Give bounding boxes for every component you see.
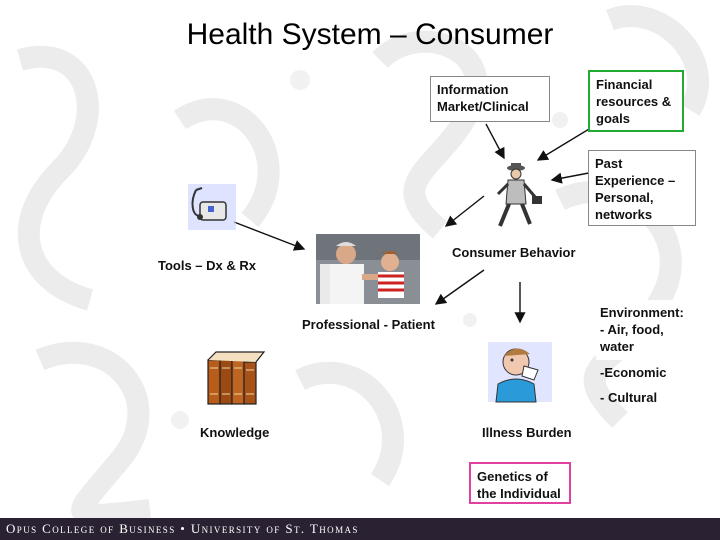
- cultural-label: - Cultural: [600, 390, 658, 405]
- arrow-tools: [233, 221, 306, 251]
- financial-box: Financial resources & goals: [588, 70, 684, 132]
- consumer-behavior-label: Consumer Behavior: [452, 245, 576, 260]
- doctor-bag-icon: [188, 184, 236, 230]
- environment-box: Environment: - Air, food, water: [596, 300, 706, 360]
- information-line1: Information: [437, 82, 509, 97]
- arrow-to-doctor: [444, 195, 485, 227]
- financial-line3: goals: [596, 111, 630, 126]
- information-line2: Market/Clinical: [437, 99, 529, 114]
- sick-person-icon: [488, 342, 552, 403]
- economic-label: -Economic: [600, 365, 667, 380]
- books-icon: [207, 351, 266, 405]
- environment-line1: Environment:: [600, 305, 684, 320]
- environment-line2: - Air, food,: [600, 322, 664, 337]
- financial-line1: Financial: [596, 77, 653, 92]
- doctor-child-photo: [316, 234, 420, 304]
- footer-bar: Opus College of Business • University of…: [0, 518, 720, 540]
- past-experience-line4: networks: [595, 207, 653, 222]
- genetics-line2: the Individual: [477, 486, 561, 501]
- arrow-past-experience: [550, 171, 595, 184]
- knowledge-label: Knowledge: [200, 425, 270, 440]
- past-experience-line2: Experience –: [595, 173, 676, 188]
- arrow-financial: [536, 125, 595, 161]
- genetics-box: Genetics of the Individual: [469, 462, 571, 504]
- information-box: Information Market/Clinical: [430, 76, 550, 122]
- arrow-patient: [434, 269, 485, 305]
- arrow-information: [485, 123, 505, 160]
- tools-label: Tools – Dx & Rx: [158, 258, 257, 273]
- slide-title: Health System – Consumer: [186, 18, 554, 51]
- footer-text: Opus College of Business • University of…: [6, 521, 359, 536]
- professional-patient-label: Professional - Patient: [302, 317, 435, 332]
- past-experience-box: Past Experience – Personal, networks: [588, 150, 696, 226]
- financial-line2: resources &: [596, 94, 672, 109]
- walking-man-icon: [496, 163, 542, 227]
- past-experience-line3: Personal,: [595, 190, 654, 205]
- illness-burden-label: Illness Burden: [482, 425, 572, 440]
- environment-line3: water: [600, 339, 634, 354]
- past-experience-line1: Past: [595, 156, 623, 171]
- genetics-line1: Genetics of: [477, 469, 548, 484]
